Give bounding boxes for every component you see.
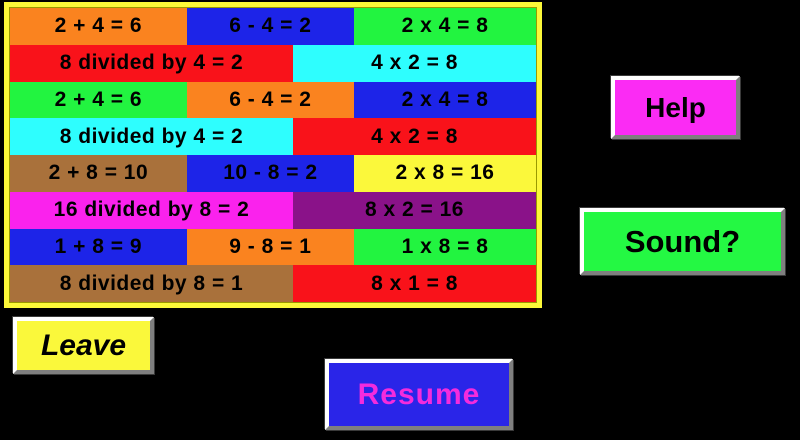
sound-button[interactable]: Sound? (580, 208, 785, 275)
equation-cell: 8 x 1 = 8 (292, 265, 536, 302)
equation-cell: 2 x 8 = 16 (354, 155, 536, 192)
board-row: 2 + 4 = 6 6 - 4 = 2 2 x 4 = 8 (10, 8, 536, 45)
equation-cell: 6 - 4 = 2 (186, 81, 354, 119)
board-rows: 2 + 4 = 6 6 - 4 = 2 2 x 4 = 8 8 divided … (9, 7, 537, 303)
board-row: 8 divided by 4 = 2 4 x 2 = 8 (10, 44, 536, 82)
equation-cell: 10 - 8 = 2 (186, 155, 354, 192)
board-row: 1 + 8 = 9 9 - 8 = 1 1 x 8 = 8 (10, 228, 536, 266)
equation-cell: 6 - 4 = 2 (186, 8, 354, 45)
equation-cell: 2 + 8 = 10 (10, 155, 187, 192)
equation-cell: 2 + 4 = 6 (10, 8, 187, 45)
equation-cell: 4 x 2 = 8 (292, 44, 536, 82)
equation-cell: 8 divided by 4 = 2 (10, 118, 293, 155)
equation-cell: 1 + 8 = 9 (10, 228, 187, 266)
equation-cell: 2 x 4 = 8 (354, 8, 536, 45)
help-button[interactable]: Help (611, 76, 740, 139)
board-row: 16 divided by 8 = 2 8 x 2 = 16 (10, 191, 536, 229)
equation-cell: 2 + 4 = 6 (10, 81, 187, 119)
equation-cell: 2 x 4 = 8 (354, 81, 536, 119)
equation-cell: 16 divided by 8 = 2 (10, 191, 293, 229)
equation-cell: 4 x 2 = 8 (292, 118, 536, 155)
leave-button[interactable]: Leave (13, 317, 154, 374)
board-row: 2 + 4 = 6 6 - 4 = 2 2 x 4 = 8 (10, 81, 536, 119)
board-row: 2 + 8 = 10 10 - 8 = 2 2 x 8 = 16 (10, 155, 536, 192)
board-row: 8 divided by 4 = 2 4 x 2 = 8 (10, 118, 536, 155)
equation-cell: 8 x 2 = 16 (292, 191, 536, 229)
board-row: 8 divided by 8 = 1 8 x 1 = 8 (10, 265, 536, 302)
equation-cell: 9 - 8 = 1 (186, 228, 354, 266)
fact-family-board: 2 + 4 = 6 6 - 4 = 2 2 x 4 = 8 8 divided … (4, 2, 542, 308)
equation-cell: 8 divided by 8 = 1 (10, 265, 293, 302)
resume-button[interactable]: Resume (325, 359, 513, 430)
equation-cell: 1 x 8 = 8 (354, 228, 536, 266)
equation-cell: 8 divided by 4 = 2 (10, 44, 293, 82)
